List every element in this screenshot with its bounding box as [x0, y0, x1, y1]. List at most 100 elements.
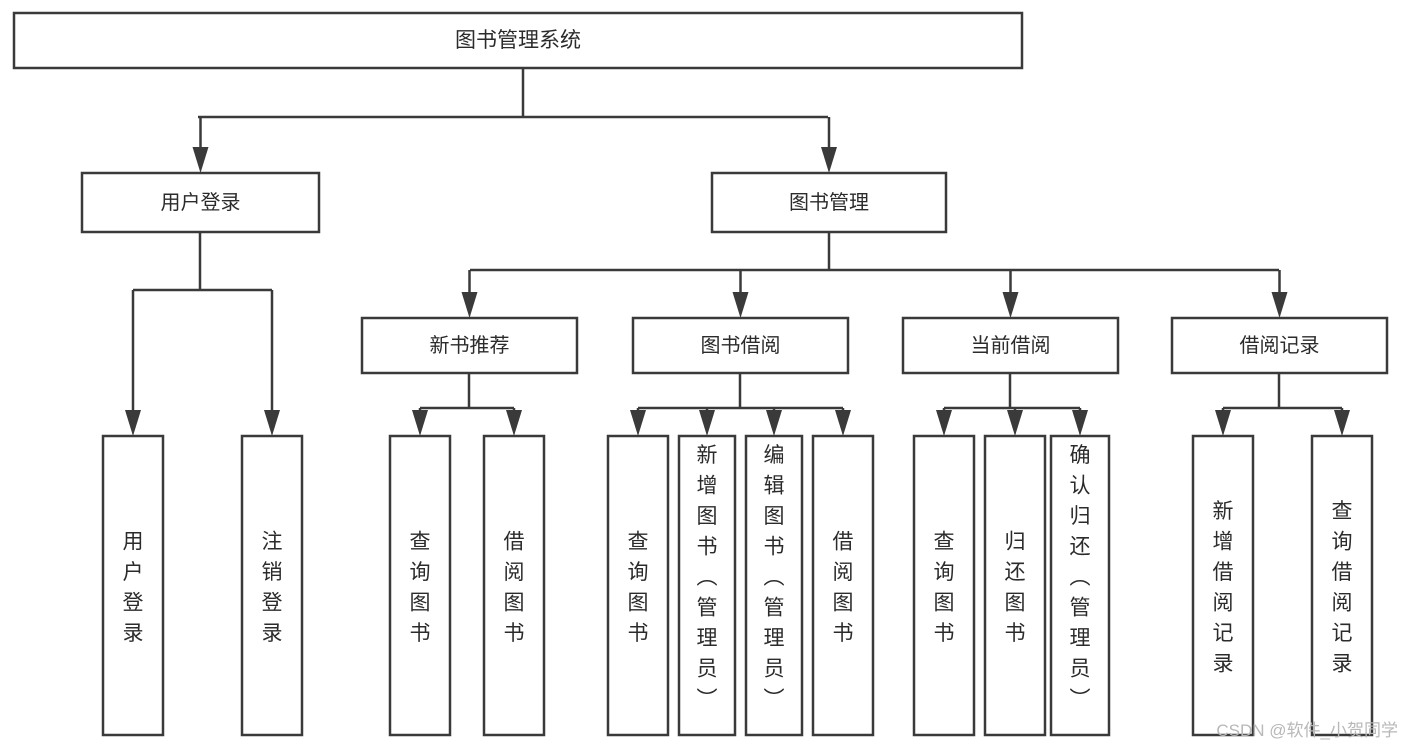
node-current-borrow[interactable]: 当前借阅	[901, 316, 1120, 375]
connector-bus-book-management	[470, 232, 1279, 272]
node-new-book-recommend[interactable]: 新书推荐	[360, 316, 579, 375]
node-label-user-login: 用户登录	[161, 191, 241, 214]
node-book-borrow[interactable]: 图书借阅	[631, 316, 850, 375]
node-label-leaf-borrow-book-2-char-3: 书	[833, 622, 854, 645]
edge-current-borrow-to-leaf-return-book	[1007, 408, 1023, 436]
node-label-leaf-confirm-return-char-8: ︶	[1070, 688, 1091, 711]
node-label-leaf-edit-book-char-6: 理	[764, 627, 785, 650]
node-label-leaf-borrow-book-2-char-1: 阅	[833, 561, 854, 584]
node-label-leaf-edit-book-char-3: 书	[764, 536, 785, 559]
node-label-current-borrow: 当前借阅	[971, 334, 1051, 357]
node-label-leaf-edit-book-char-0: 编	[764, 444, 785, 467]
node-leaf-user-login[interactable]: 用户登录	[101, 434, 165, 737]
node-label-leaf-add-book-char-3: 书	[697, 536, 718, 559]
node-label-leaf-add-book-char-5: 管	[697, 597, 718, 620]
node-label-leaf-add-record-char-0: 新	[1213, 500, 1234, 523]
node-label-leaf-confirm-return-char-4: ︵	[1070, 566, 1091, 589]
node-label-leaf-confirm-return-char-7: 员	[1070, 658, 1091, 681]
edge-book-borrow-to-leaf-borrow-book-2	[835, 408, 851, 436]
node-borrow-records[interactable]: 借阅记录	[1170, 316, 1389, 375]
edge-book-borrow-to-leaf-add-book	[699, 408, 715, 436]
node-label-leaf-borrow-book-1-char-2: 图	[504, 591, 525, 614]
edge-book-management-to-book-borrow	[732, 270, 749, 318]
node-label-leaf-return-book-char-3: 书	[1005, 622, 1026, 645]
node-label-leaf-user-login-char-0: 用	[123, 530, 144, 553]
node-label-leaf-logout-char-0: 注	[262, 530, 283, 553]
edge-new-book-recommend-to-leaf-query-book-1	[412, 408, 428, 436]
node-label-leaf-query-book-2-char-2: 图	[628, 591, 649, 614]
node-label-leaf-query-record-char-1: 询	[1332, 530, 1353, 553]
node-label-leaf-borrow-book-1-char-3: 书	[504, 622, 525, 645]
node-label-leaf-logout-char-3: 录	[262, 622, 283, 645]
node-label-leaf-add-book-char-2: 图	[697, 505, 718, 528]
node-label-leaf-query-book-1-char-2: 图	[410, 591, 431, 614]
node-label-leaf-query-book-2-char-0: 查	[628, 530, 649, 553]
node-label-leaf-query-record-char-0: 查	[1332, 500, 1353, 523]
node-label-leaf-add-book-char-1: 增	[697, 475, 718, 498]
edge-book-borrow-to-leaf-edit-book	[766, 408, 782, 436]
node-label-leaf-add-book-char-0: 新	[697, 444, 718, 467]
node-label-leaf-add-record-char-5: 录	[1213, 652, 1234, 675]
node-label-leaf-confirm-return-char-1: 认	[1070, 475, 1091, 498]
node-label-leaf-return-book-char-1: 还	[1005, 561, 1026, 584]
node-label-leaf-query-book-3-char-2: 图	[934, 591, 955, 614]
edge-current-borrow-to-leaf-query-book-3	[936, 408, 952, 436]
node-root[interactable]: 图书管理系统	[12, 11, 1024, 70]
node-label-leaf-confirm-return-char-5: 管	[1070, 597, 1091, 620]
node-label-leaf-add-book-char-8: ︶	[697, 688, 718, 711]
connector-bus-new-book-recommend	[420, 373, 514, 410]
node-label-leaf-query-book-1-char-0: 查	[410, 530, 431, 553]
node-label-leaf-confirm-return-char-6: 理	[1070, 627, 1091, 650]
node-label-leaf-borrow-book-2-char-0: 借	[833, 530, 854, 553]
node-label-leaf-query-book-3-char-1: 询	[934, 561, 955, 584]
edge-book-management-to-borrow-records	[1271, 270, 1288, 318]
node-label-leaf-query-book-1-char-1: 询	[410, 561, 431, 584]
node-label-leaf-borrow-book-1-char-1: 阅	[504, 561, 525, 584]
edge-book-management-to-new-book-recommend	[461, 270, 478, 318]
node-label-leaf-confirm-return-char-2: 归	[1070, 505, 1091, 528]
edge-borrow-records-to-leaf-add-record	[1215, 408, 1231, 436]
node-label-leaf-add-record-char-2: 借	[1213, 561, 1234, 584]
node-label-leaf-confirm-return-char-0: 确	[1070, 444, 1091, 467]
connector-bus-borrow-records	[1223, 373, 1342, 410]
node-label-leaf-add-record-char-3: 阅	[1213, 591, 1234, 614]
node-label-leaf-query-book-2-char-3: 书	[628, 622, 649, 645]
edge-new-book-recommend-to-leaf-borrow-book-1	[506, 408, 522, 436]
node-label-leaf-query-record-char-3: 阅	[1332, 591, 1353, 614]
node-book-management[interactable]: 图书管理	[710, 171, 948, 234]
node-label-leaf-borrow-book-2-char-2: 图	[833, 591, 854, 614]
node-label-leaf-edit-book-char-7: 员	[764, 658, 785, 681]
node-label-book-borrow: 图书借阅	[701, 334, 781, 357]
node-label-leaf-confirm-return-char-3: 还	[1070, 536, 1091, 559]
node-label-leaf-return-book-char-0: 归	[1005, 530, 1026, 553]
node-label-leaf-user-login-char-2: 登	[123, 591, 144, 614]
connector-bus-root	[198, 68, 828, 119]
node-label-leaf-query-record-char-5: 录	[1332, 652, 1353, 675]
node-label-leaf-add-record-char-1: 增	[1213, 530, 1234, 553]
node-label-leaf-add-book-char-7: 员	[697, 658, 718, 681]
node-label-leaf-add-book-char-6: 理	[697, 627, 718, 650]
node-layer: 图书管理系统用户登录图书管理新书推荐图书借阅当前借阅借阅记录用户登录注销登录查询…	[12, 11, 1389, 737]
node-user-login[interactable]: 用户登录	[80, 171, 321, 234]
node-label-leaf-edit-book-char-4: ︵	[764, 566, 785, 589]
node-label-leaf-user-login-char-1: 户	[123, 561, 144, 584]
connector-layer	[125, 68, 1350, 436]
node-label-book-management: 图书管理	[789, 191, 869, 214]
node-label-leaf-logout-char-2: 登	[262, 591, 283, 614]
edge-root-to-user-login	[192, 117, 209, 173]
node-label-leaf-user-login-char-3: 录	[123, 622, 144, 645]
